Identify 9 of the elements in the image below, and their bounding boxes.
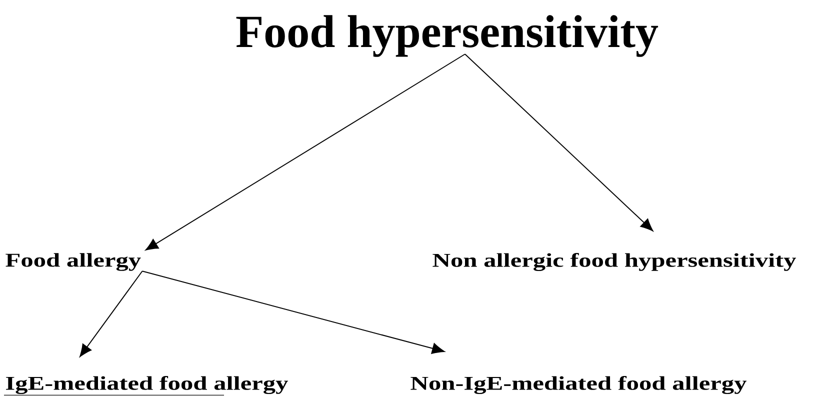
title-text: Food hypersensitivity — [236, 15, 658, 57]
node-label: Non-IgE-mediated food allergy — [410, 376, 746, 394]
arrow — [464, 54, 654, 232]
arrow — [145, 54, 466, 250]
node-label: Food allergy — [6, 253, 141, 271]
node-label: Non allergic food hypersensitivity — [432, 253, 796, 271]
arrow — [80, 270, 143, 358]
node-label: IgE-mediated food allergy — [6, 376, 288, 394]
arrow — [142, 270, 445, 354]
